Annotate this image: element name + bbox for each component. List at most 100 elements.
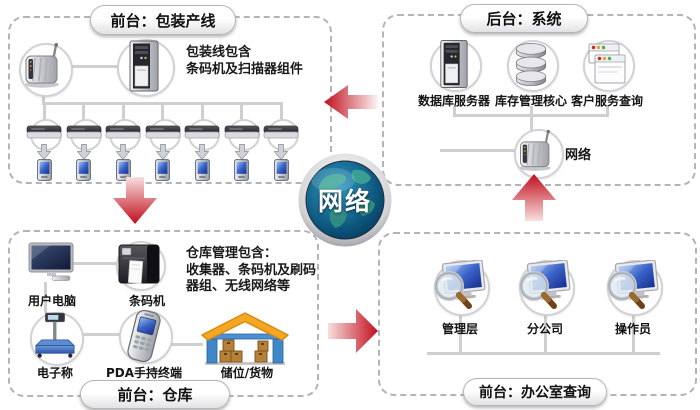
- operator-label: 操作员: [614, 322, 651, 336]
- wifi-router-icon: [515, 128, 559, 174]
- flow-arrow-down-icon: [113, 177, 157, 224]
- connector-line: [121, 102, 125, 121]
- warehouse-note-line1: 仓库管理包含：: [186, 246, 278, 261]
- warehouse-note: 仓库管理包含： 收集器、条码机及刷码 器组、无线网络等: [186, 246, 322, 296]
- connector-line: [42, 90, 45, 104]
- backend-title: 后台：系统: [486, 10, 562, 28]
- packaging-note: 包装线包含 条码机及扫描器组件: [186, 44, 326, 78]
- scanner-dock-icon: [26, 125, 62, 139]
- stations-row: [10, 102, 330, 182]
- database-server-icon: [438, 39, 470, 89]
- connector-line: [82, 102, 85, 121]
- connector-line: [200, 102, 204, 121]
- connector-line: [78, 333, 121, 336]
- search-computer-icon: [605, 260, 661, 312]
- scale-icon: [33, 311, 77, 363]
- inventory-core-label: 库存管理核心: [494, 94, 567, 108]
- connector-line: [72, 262, 118, 265]
- connector-line: [240, 102, 243, 121]
- connector-line: [42, 102, 282, 105]
- warehouse-note-line2: 收集器、条码机及刷码: [186, 262, 317, 278]
- search-computer-icon: [517, 260, 573, 312]
- connector-line: [529, 114, 533, 131]
- packaging-note-line1: 包装线包含: [186, 45, 252, 60]
- connector-line: [440, 149, 516, 152]
- scanner-station: [224, 102, 260, 182]
- scanner-dock-icon: [66, 125, 102, 139]
- scanner-station: [66, 102, 102, 182]
- wifi-router-icon: [20, 42, 68, 90]
- connector-line: [529, 106, 533, 116]
- pda-handheld-icon: [124, 308, 164, 364]
- scanner-station: [105, 102, 141, 182]
- down-arrow-icon: [116, 144, 130, 160]
- packaging-title-pill: 前台：包装产线: [90, 5, 236, 35]
- customer-service-label: 客户服务查询: [570, 94, 643, 108]
- down-arrow-icon: [274, 144, 288, 160]
- scanner-dock-icon: [184, 125, 220, 139]
- connector-line: [543, 312, 547, 354]
- down-arrow-icon: [195, 144, 209, 160]
- packaging-note-line2: 条码机及扫描器组件: [186, 62, 304, 77]
- pda-terminal-icon: [274, 159, 289, 181]
- connector-line: [605, 106, 609, 116]
- db-server-label: 数据库服务器: [417, 94, 490, 108]
- warehouse-note-line3: 器组、无线网络等: [186, 279, 291, 294]
- scanner-dock-icon: [224, 125, 260, 139]
- connector-line: [452, 106, 456, 116]
- flow-arrow-up-icon: [512, 174, 556, 221]
- storage-goods-label: 储位/货物: [220, 366, 274, 380]
- packaging-title: 前台：包装产线: [110, 11, 216, 30]
- scanner-dock-icon: [105, 125, 141, 139]
- search-computer-icon: [432, 260, 488, 312]
- connector-line: [631, 312, 635, 354]
- database-icon: [513, 42, 549, 87]
- down-arrow-icon: [156, 144, 170, 160]
- scanner-station: [184, 102, 220, 182]
- connector-line: [167, 343, 203, 346]
- connector-line: [427, 352, 660, 355]
- flow-arrow-right-icon: [328, 309, 378, 353]
- backend-section: 后台：系统 数据库服务器 库存管理核心 客户服务查询 网络: [382, 4, 696, 186]
- scanner-station: [26, 102, 62, 182]
- network-hub-label: 网络: [317, 187, 372, 216]
- office-title: 前台：办公室查询: [479, 385, 591, 401]
- user-pc-label: 用户电脑: [27, 294, 76, 308]
- barcode-printer-icon: [116, 242, 162, 286]
- scanner-station: [263, 102, 299, 182]
- management-label: 管理层: [441, 322, 478, 336]
- office-section: 前台：办公室查询 管理层 分公司 操作员: [378, 232, 697, 406]
- down-arrow-icon: [77, 144, 91, 160]
- scanner-dock-icon: [145, 125, 181, 139]
- barcode-printer-label: 条码机: [128, 294, 165, 308]
- down-arrow-icon: [37, 144, 51, 160]
- warehouse-title-pill: 前台：仓库: [80, 380, 230, 409]
- warehouse-section: 前台：仓库 用户电脑 条码机 仓库管理包含： 收集器、条码机及刷码 器组、无线网…: [8, 230, 322, 409]
- pda-label: PDA手持终端: [105, 366, 183, 380]
- backend-network-label: 网络: [565, 148, 592, 163]
- warehouse-icon: [200, 308, 290, 366]
- branch-label: 分公司: [526, 322, 563, 336]
- connector-line: [458, 312, 462, 354]
- down-arrow-icon: [235, 144, 249, 160]
- pda-terminal-icon: [195, 159, 210, 181]
- connector-line: [279, 102, 283, 121]
- office-title-pill: 前台：办公室查询: [463, 378, 607, 406]
- pda-terminal-icon: [76, 159, 91, 181]
- flow-arrow-left-icon: [324, 85, 378, 119]
- browser-windows-icon: [588, 43, 626, 85]
- warehouse-title: 前台：仓库: [117, 386, 193, 404]
- connector-line: [69, 65, 119, 68]
- backend-title-pill: 后台：系统: [460, 4, 588, 33]
- scanner-station: [145, 102, 181, 182]
- pda-terminal-icon: [234, 159, 249, 181]
- tower-server-icon: [127, 40, 161, 92]
- desktop-monitor-icon: [28, 242, 74, 284]
- connector-line: [161, 102, 164, 121]
- connector-line: [44, 282, 47, 313]
- scanner-dock-icon: [263, 125, 299, 139]
- connector-line: [42, 102, 46, 121]
- pda-terminal-icon: [37, 159, 52, 181]
- scale-label: 电子称: [36, 366, 73, 380]
